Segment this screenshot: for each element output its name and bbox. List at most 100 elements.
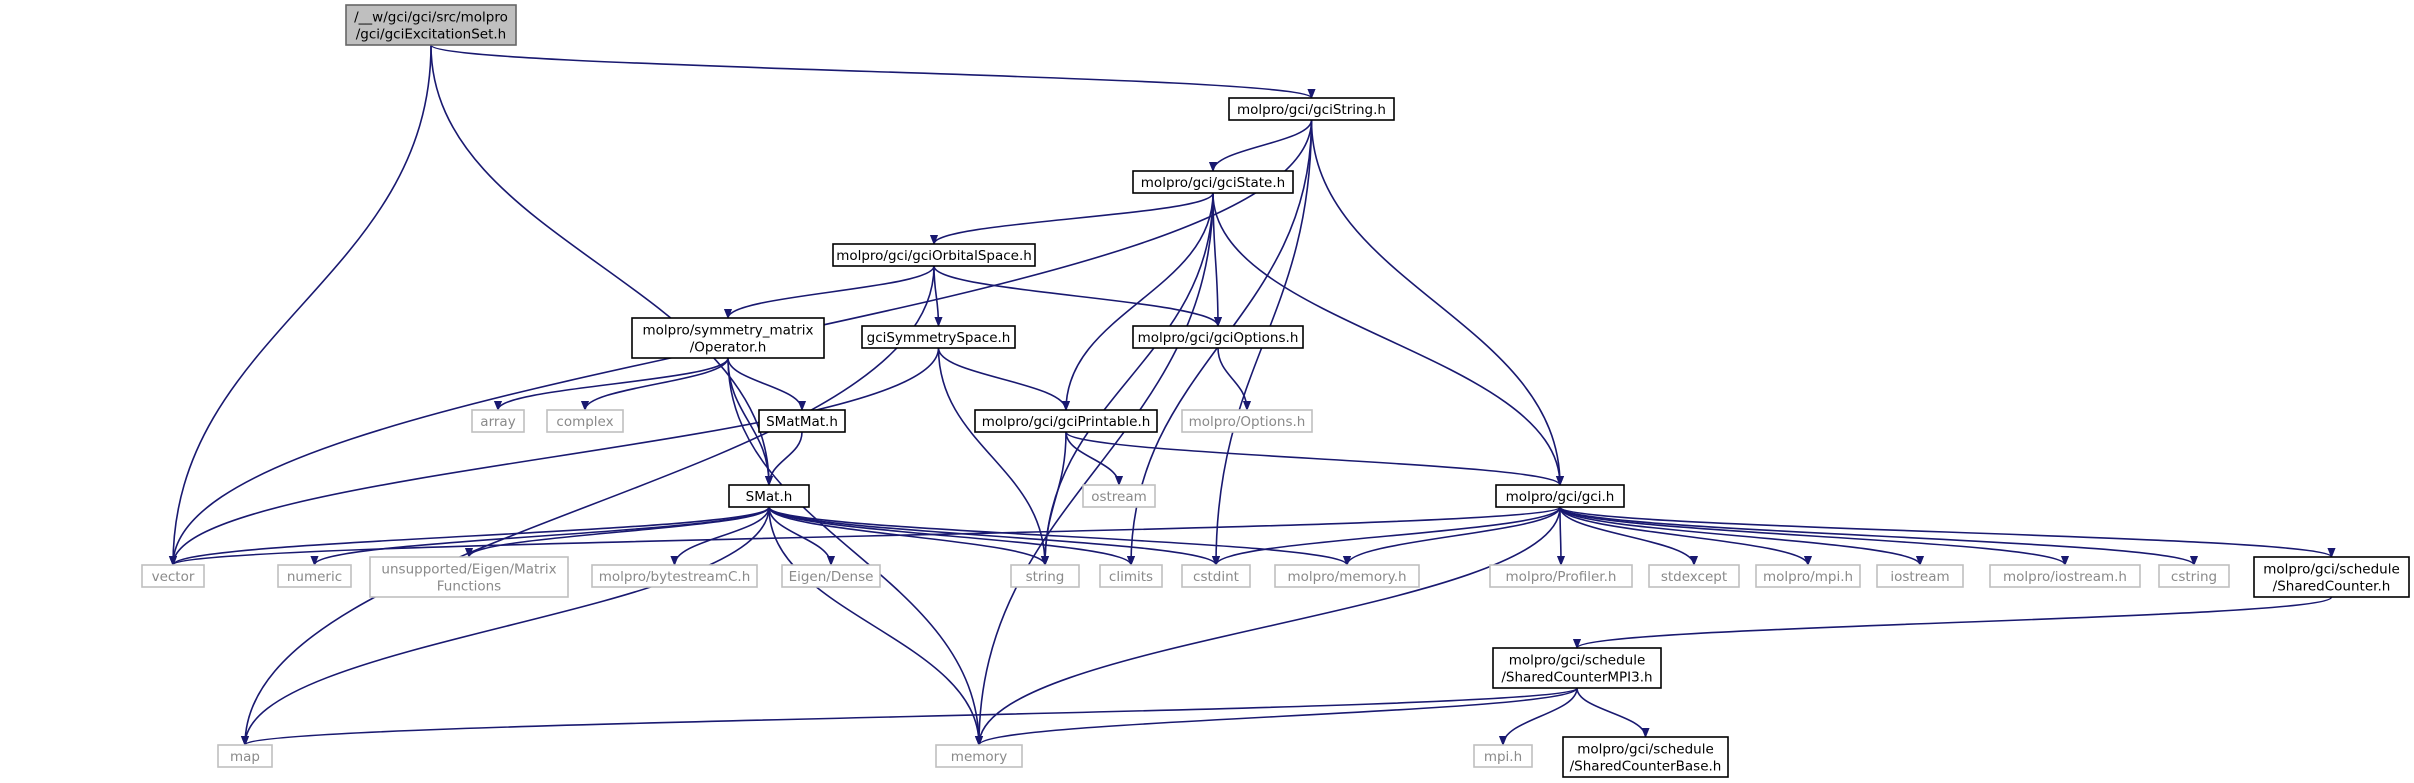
node-label: molpro/iostream.h bbox=[2003, 569, 2127, 585]
node-box bbox=[1989, 564, 2141, 588]
edge-gci-to-iostream bbox=[1559, 506, 1920, 566]
node-box bbox=[471, 409, 525, 433]
edge-sharedCounterMPI3-to-memory bbox=[979, 687, 1578, 746]
node-gciOptions[interactable]: molpro/gci/gciOptions.h bbox=[1132, 325, 1304, 349]
node-label: gciSymmetrySpace.h bbox=[867, 330, 1011, 346]
node-label: vector bbox=[152, 569, 195, 585]
node-label: molpro/gci/schedule bbox=[1577, 742, 1714, 758]
node-bytestream: molpro/bytestreamC.h bbox=[591, 564, 758, 588]
node-array: array bbox=[471, 409, 525, 433]
nodes-layer: /__w/gci/gci/src/molpro/gci/gciExcitatio… bbox=[141, 4, 2410, 778]
node-sharedCounterBase[interactable]: molpro/gci/schedule/SharedCounterBase.h bbox=[1562, 736, 1729, 778]
edge-smat-to-eigenMatrix bbox=[469, 506, 770, 558]
node-sharedCounterMPI3[interactable]: molpro/gci/schedule/SharedCounterMPI3.h bbox=[1492, 647, 1662, 689]
edge-gciState-to-gciOrbitalSpace bbox=[934, 192, 1214, 245]
node-box bbox=[1562, 736, 1729, 778]
node-operator[interactable]: molpro/symmetry_matrix/Operator.h bbox=[631, 317, 825, 359]
node-box bbox=[1473, 744, 1533, 768]
edge-gciOptions-to-options bbox=[1217, 347, 1247, 410]
node-root[interactable]: /__w/gci/gci/src/molpro/gci/gciExcitatio… bbox=[345, 4, 517, 46]
node-gciState[interactable]: molpro/gci/gciState.h bbox=[1132, 170, 1294, 194]
node-label: molpro/gci/gciPrintable.h bbox=[982, 414, 1151, 430]
edge-gci-to-mpi_h_molpro bbox=[1559, 506, 1808, 566]
edge-gciPrintable-to-gci bbox=[1065, 431, 1560, 486]
node-box bbox=[1492, 647, 1662, 689]
node-box bbox=[1181, 564, 1251, 588]
node-gciString[interactable]: molpro/gci/gciString.h bbox=[1228, 97, 1395, 121]
edges-layer bbox=[173, 44, 2333, 746]
node-smat[interactable]: SMat.h bbox=[728, 484, 810, 508]
node-gciSymmetrySpace[interactable]: gciSymmetrySpace.h bbox=[861, 325, 1016, 349]
node-box bbox=[1755, 564, 1861, 588]
node-eigenDense: Eigen/Dense bbox=[781, 564, 881, 588]
edge-sharedCounterMPI3-to-mpi bbox=[1503, 687, 1578, 746]
edge-gci-to-profiler bbox=[1560, 506, 1561, 565]
node-label: molpro/mpi.h bbox=[1763, 569, 1853, 585]
edge-smat-to-vector bbox=[173, 506, 770, 566]
edge-operator-to-array bbox=[498, 357, 729, 411]
node-gci[interactable]: molpro/gci/gci.h bbox=[1495, 484, 1625, 508]
node-label: molpro/gci/schedule bbox=[2263, 562, 2400, 578]
node-label: molpro/Options.h bbox=[1189, 414, 1306, 430]
node-label: string bbox=[1026, 569, 1065, 585]
node-smatmat[interactable]: SMatMat.h bbox=[758, 409, 846, 433]
node-box bbox=[1099, 564, 1163, 588]
node-molproMemory: molpro/memory.h bbox=[1274, 564, 1420, 588]
node-label: unsupported/Eigen/Matrix bbox=[381, 562, 556, 578]
edge-gci-to-memory bbox=[979, 506, 1561, 745]
edge-gciOrbitalSpace-to-gciOptions bbox=[933, 265, 1218, 327]
edge-smat-to-map bbox=[245, 506, 770, 745]
edge-smat-to-bytestream bbox=[675, 506, 770, 566]
node-label: /SharedCounter.h bbox=[2273, 579, 2391, 595]
edge-sharedCounter-to-sharedCounterMPI3 bbox=[1577, 596, 2333, 649]
node-box bbox=[728, 484, 810, 508]
edge-gciState-to-gciPrintable bbox=[1066, 192, 1214, 410]
edge-root-to-vector bbox=[173, 44, 432, 565]
edge-gci-to-sharedCounter bbox=[1559, 506, 2332, 558]
node-label: molpro/symmetry_matrix bbox=[642, 323, 813, 339]
node-box bbox=[935, 744, 1023, 768]
node-label: molpro/bytestreamC.h bbox=[599, 569, 751, 585]
node-box bbox=[591, 564, 758, 588]
node-climits: climits bbox=[1099, 564, 1163, 588]
node-cstring: cstring bbox=[2158, 564, 2230, 588]
node-complex: complex bbox=[546, 409, 624, 433]
node-label: array bbox=[480, 414, 515, 430]
node-molproIostream: molpro/iostream.h bbox=[1989, 564, 2141, 588]
node-box bbox=[1181, 409, 1313, 433]
edge-operator-to-smatmat bbox=[727, 357, 802, 411]
node-label: Eigen/Dense bbox=[789, 569, 874, 585]
node-box bbox=[345, 4, 517, 46]
edge-gciOrbitalSpace-to-gciSymmetrySpace bbox=[933, 265, 939, 326]
node-box bbox=[277, 564, 352, 588]
node-sharedCounter[interactable]: molpro/gci/schedule/SharedCounter.h bbox=[2253, 556, 2410, 598]
node-box bbox=[1876, 564, 1964, 588]
node-label: SMatMat.h bbox=[766, 414, 838, 430]
edge-gciState-to-memory bbox=[979, 192, 1214, 745]
edge-smat-to-molproMemory bbox=[768, 506, 1347, 566]
edge-gci-to-molproMemory bbox=[1347, 506, 1561, 566]
node-label: mpi.h bbox=[1484, 749, 1522, 765]
edge-root-to-smat bbox=[430, 44, 769, 485]
node-memory: memory bbox=[935, 744, 1023, 768]
node-ostream: ostream bbox=[1082, 484, 1156, 508]
edge-smatmat-to-smat bbox=[769, 431, 803, 486]
edge-sharedCounterMPI3-to-map bbox=[245, 687, 1578, 746]
node-label: molpro/gci/gciString.h bbox=[1237, 102, 1386, 118]
node-gciPrintable[interactable]: molpro/gci/gciPrintable.h bbox=[974, 409, 1158, 433]
node-gciOrbitalSpace[interactable]: molpro/gci/gciOrbitalSpace.h bbox=[832, 243, 1036, 267]
node-label: molpro/gci/schedule bbox=[1509, 653, 1646, 669]
edge-gciState-to-string bbox=[1045, 192, 1214, 565]
edge-gci-to-vector bbox=[173, 506, 1561, 566]
node-box bbox=[631, 317, 825, 359]
node-box bbox=[2158, 564, 2230, 588]
node-box bbox=[1082, 484, 1156, 508]
node-stdexcept: stdexcept bbox=[1648, 564, 1740, 588]
node-box bbox=[369, 556, 569, 598]
edge-smat-to-cstdint bbox=[768, 506, 1216, 566]
node-label: /__w/gci/gci/src/molpro bbox=[354, 10, 508, 26]
node-box bbox=[758, 409, 846, 433]
node-label: molpro/gci/gciOptions.h bbox=[1138, 330, 1299, 346]
